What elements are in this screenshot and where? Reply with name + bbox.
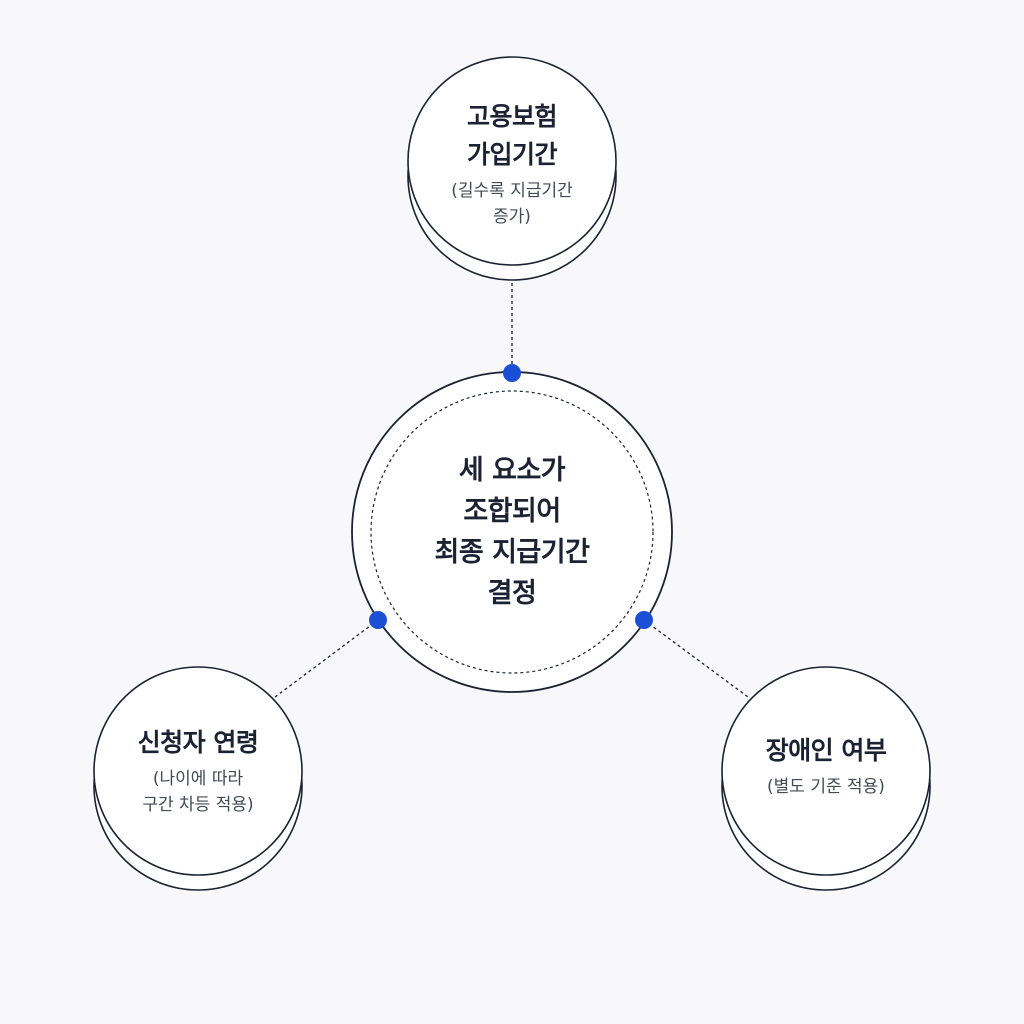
top-node-text: 고용보험 가입기간 (길수록 지급기간 증가) <box>422 98 602 230</box>
factor-title: 장애인 여부 <box>765 736 887 765</box>
center-inner-dashed-ring <box>370 390 654 674</box>
center-label-box: 세 요소가 조합되어 최종 지급기간 결정 <box>382 450 642 614</box>
connector-left <box>274 619 379 698</box>
junction-dot-right <box>635 611 653 629</box>
node-disability-status <box>721 666 931 891</box>
node-applicant-age <box>93 666 303 891</box>
factor-note: (길수록 지급기간 증가) <box>451 181 573 227</box>
node-employment-insurance <box>407 56 617 281</box>
right-node-text: 장애인 여부 (별도 기준 적용) <box>726 732 926 800</box>
factor-title: 신청자 연령 <box>137 728 259 757</box>
junction-dot-left <box>369 611 387 629</box>
center-label: 세 요소가 조합되어 최종 지급기간 결정 <box>434 455 590 609</box>
left-node-text: 신청자 연령 (나이에 따라 구간 차등 적용) <box>108 724 288 818</box>
factor-note: (별도 기준 적용) <box>767 777 885 797</box>
factor-title: 고용보험 가입기간 <box>466 102 558 169</box>
junction-dot-top <box>503 364 521 382</box>
connector-right <box>643 619 749 698</box>
factor-note: (나이에 따라 구간 차등 적용) <box>142 769 254 815</box>
